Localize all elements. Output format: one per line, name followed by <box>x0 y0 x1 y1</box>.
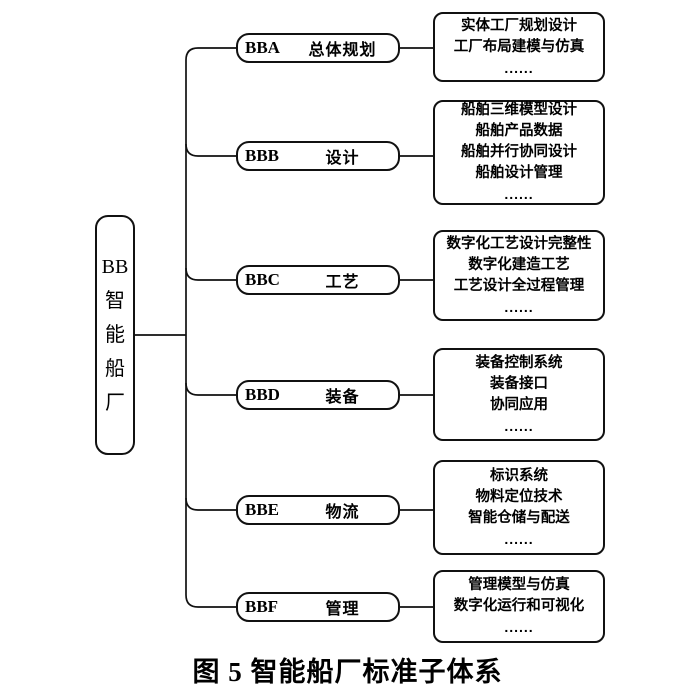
list-item: 物料定位技术 <box>475 488 563 505</box>
branch-node-bbe: BBE 物流 <box>236 495 400 525</box>
branch-label: 设计 <box>325 150 360 167</box>
root-line: BB <box>101 256 129 278</box>
branch-code: BBA <box>245 38 280 57</box>
branch-code: BBC <box>245 270 280 289</box>
list-item: 数字化建造工艺 <box>468 256 570 273</box>
root-node-bb-smart-shipyard: BB 智 能 船 厂 <box>95 215 135 455</box>
branch-code: BBD <box>245 385 280 404</box>
list-item-ellipsis: ...... <box>504 530 534 547</box>
branch-code: BBF <box>245 597 279 616</box>
child-list-bbd: 装备控制系统 装备接口 协同应用 ...... <box>433 348 605 441</box>
branch-node-bbb: BBB 设计 <box>236 141 400 171</box>
list-item: 船舶设计管理 <box>475 165 563 181</box>
root-line: 船 <box>105 358 125 380</box>
branch-line-bba <box>185 47 236 335</box>
branch-code: BBB <box>245 146 280 165</box>
child-list-bbf: 管理模型与仿真 数字化运行和可视化 ...... <box>433 570 605 643</box>
branch-code: BBE <box>245 500 280 519</box>
branch-label: 装备 <box>325 389 360 406</box>
list-item-ellipsis: ...... <box>504 186 534 202</box>
list-item: 管理模型与仿真 <box>468 577 570 593</box>
branch-node-bbd: BBD 装备 <box>236 380 400 410</box>
list-item: 标识系统 <box>490 467 548 484</box>
list-item-ellipsis: ...... <box>504 59 534 76</box>
branch-node-bba: BBA 总体规划 <box>236 33 400 63</box>
branch-node-bbf: BBF 管理 <box>236 592 400 622</box>
list-item: 船舶三维模型设计 <box>461 102 577 118</box>
branch-node-bbc: BBC 工艺 <box>236 265 400 295</box>
branch-line-bbe <box>185 497 236 511</box>
branch-line-bbd <box>185 382 236 396</box>
child-list-bbe: 标识系统 物料定位技术 智能仓储与配送 ...... <box>433 460 605 555</box>
branch-label: 总体规划 <box>308 42 377 59</box>
list-item: 智能仓储与配送 <box>468 509 570 526</box>
list-item: 工厂布局建模与仿真 <box>453 38 585 55</box>
branch-label: 工艺 <box>325 274 360 291</box>
branch-line-bbf <box>185 335 236 608</box>
branch-line-bbb <box>185 143 236 157</box>
list-item-ellipsis: ...... <box>504 417 534 434</box>
branch-label: 物流 <box>325 504 360 521</box>
root-line: 厂 <box>105 392 125 414</box>
branch-label: 管理 <box>325 601 360 618</box>
list-item: 实体工厂规划设计 <box>461 17 577 34</box>
list-item-ellipsis: ...... <box>504 298 534 315</box>
list-item-ellipsis: ...... <box>504 619 534 635</box>
child-list-bba: 实体工厂规划设计 工厂布局建模与仿真 ...... <box>433 12 605 82</box>
list-item: 船舶并行协同设计 <box>461 144 577 160</box>
figure-caption: 图 5 智能船厂标准子体系 <box>192 657 503 687</box>
child-list-bbb: 船舶三维模型设计 船舶产品数据 船舶并行协同设计 船舶设计管理 ...... <box>433 100 605 205</box>
list-item: 数字化工艺设计完整性 <box>446 235 592 252</box>
list-item: 装备控制系统 <box>475 354 563 371</box>
list-item: 数字化运行和可视化 <box>453 598 585 614</box>
list-item: 工艺设计全过程管理 <box>453 277 585 294</box>
list-item: 装备接口 <box>490 375 548 392</box>
list-item: 协同应用 <box>490 396 548 413</box>
branch-line-bbc <box>185 267 236 281</box>
child-list-bbc: 数字化工艺设计完整性 数字化建造工艺 工艺设计全过程管理 ...... <box>433 230 605 321</box>
list-item: 船舶产品数据 <box>475 123 563 139</box>
root-line: 智 <box>105 290 125 312</box>
root-line: 能 <box>105 324 125 346</box>
